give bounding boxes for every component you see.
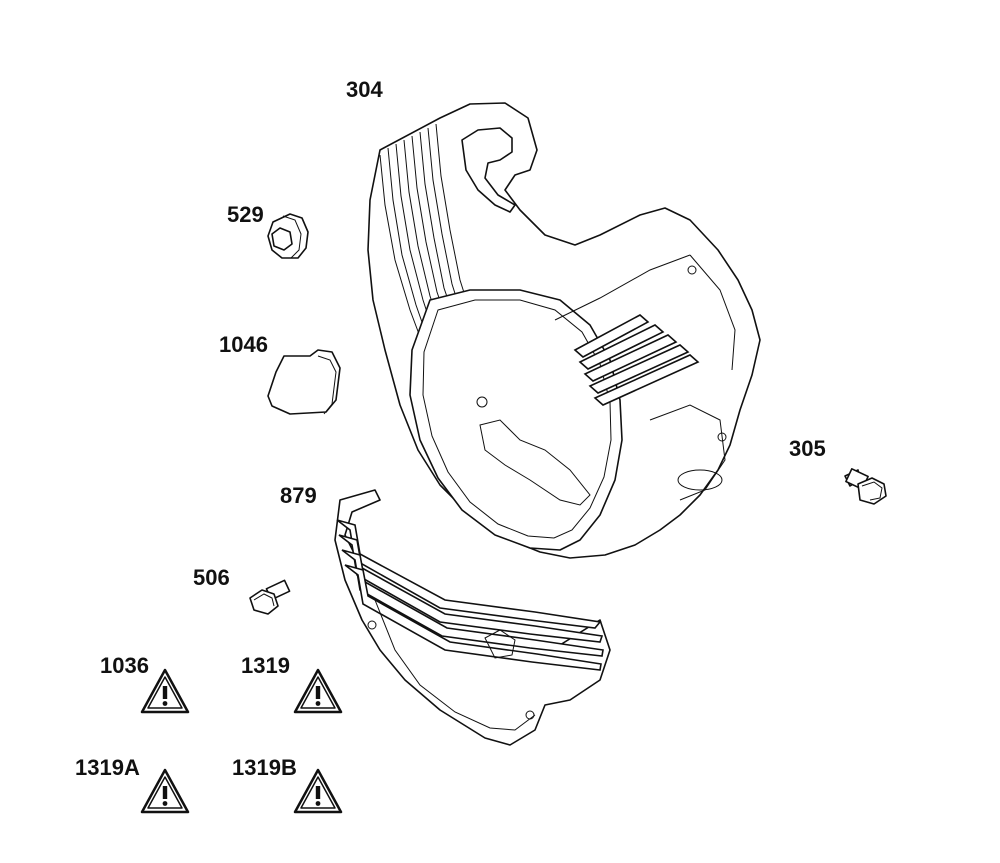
label-529: 529 xyxy=(227,202,264,227)
warning-triangle-icon xyxy=(140,668,190,714)
label-1319b: 1319B xyxy=(232,755,297,780)
warning-1036[interactable] xyxy=(140,668,190,714)
label-1046: 1046 xyxy=(219,332,268,357)
warning-triangle-icon xyxy=(293,668,343,714)
warning-1319b[interactable] xyxy=(293,768,343,814)
warning-1319a[interactable] xyxy=(140,768,190,814)
warning-triangle-icon xyxy=(140,768,190,814)
bolt-left[interactable] xyxy=(249,579,291,615)
shield[interactable] xyxy=(334,489,611,746)
warning-triangle-icon xyxy=(293,768,343,814)
label-1319: 1319 xyxy=(241,653,290,678)
warning-1319[interactable] xyxy=(293,668,343,714)
label-1036: 1036 xyxy=(100,653,149,678)
label-879: 879 xyxy=(280,483,317,508)
label-506: 506 xyxy=(193,565,230,590)
bolt-right[interactable] xyxy=(844,468,887,505)
pad[interactable] xyxy=(267,349,341,415)
label-305: 305 xyxy=(789,436,826,461)
label-304: 304 xyxy=(346,77,383,102)
label-1319a: 1319A xyxy=(75,755,140,780)
blower-housing[interactable] xyxy=(367,102,761,559)
grommet[interactable] xyxy=(267,213,309,259)
